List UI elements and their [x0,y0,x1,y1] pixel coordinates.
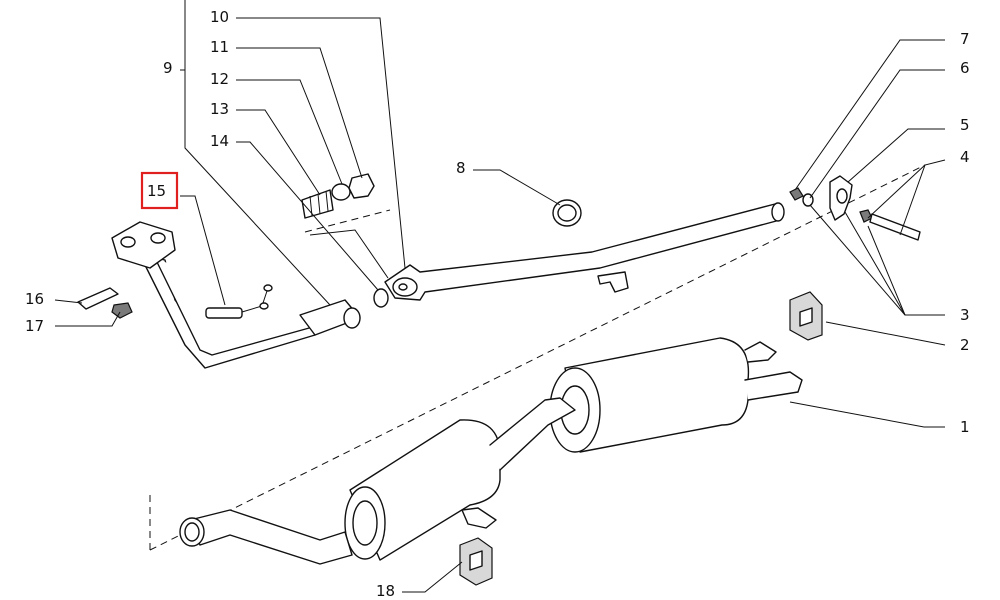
callout-1: 1 [960,418,970,436]
rubber-mounting-2 [789,291,823,341]
rear-silencer [549,337,803,453]
gasket-ring [552,199,582,227]
rubber-mounting-18 [459,537,493,586]
callout-8: 8 [456,159,466,177]
callout-18: 18 [376,582,395,600]
callout-14: 14 [210,132,229,150]
callout-2: 2 [960,336,970,354]
middle-silencer [179,397,576,565]
seal-ring [373,288,389,308]
callout-highlight-box [140,171,179,210]
callout-13: 13 [210,100,229,118]
front-pipe [111,221,361,369]
callout-4: 4 [960,148,970,166]
bracket-16 [77,287,133,319]
callout-6: 6 [960,59,970,77]
callout-15: 15 [147,182,166,200]
callout-10: 10 [210,8,229,26]
callout-3: 3 [960,306,970,324]
callout-5: 5 [960,116,970,134]
assembly-dash-lines [149,164,926,551]
spring-washer-nut [301,173,375,219]
callout-7: 7 [960,30,970,48]
callout-labels: 1 2 3 4 5 6 7 8 9 10 11 12 13 14 15 16 1… [25,8,970,600]
clamp-assembly [789,175,921,241]
intermediate-pipe [384,202,785,301]
callout-17: 17 [25,317,44,335]
callout-11: 11 [210,38,229,56]
callout-12: 12 [210,70,229,88]
leader-lines [54,0,946,593]
callout-16: 16 [25,290,44,308]
lambda-sensor [205,284,273,319]
callout-9: 9 [163,59,173,77]
